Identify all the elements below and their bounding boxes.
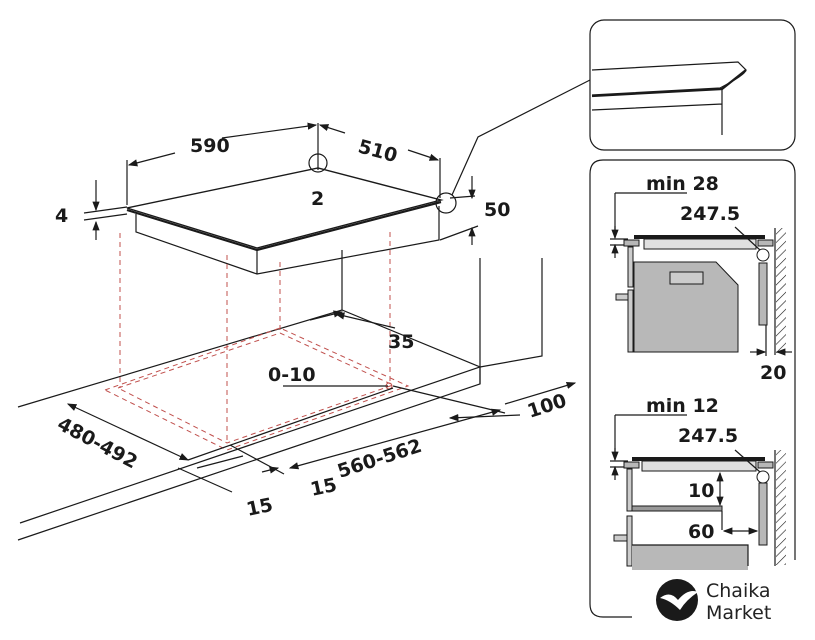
back-clearance-label: 35 bbox=[388, 331, 414, 353]
section1-min-label: min 28 bbox=[646, 173, 719, 195]
edge-detail-panel bbox=[589, 19, 796, 151]
hob-dimensions bbox=[83, 123, 479, 245]
hob bbox=[126, 79, 591, 275]
body-height-label: 50 bbox=[484, 199, 510, 221]
cutout-depth-label: 480-492 bbox=[54, 413, 141, 473]
hob-glass-top bbox=[126, 167, 444, 249]
margin-right-label: 15 bbox=[308, 474, 338, 501]
section-panel bbox=[589, 159, 796, 618]
logo-line1: Chaika bbox=[706, 580, 771, 602]
detail-leader-line bbox=[451, 79, 591, 196]
section1-wall-gap-label: 20 bbox=[760, 362, 786, 384]
margin-left-label: 15 bbox=[244, 494, 274, 521]
detail-ref-label: 2 bbox=[311, 188, 324, 210]
section-drawer bbox=[610, 414, 786, 570]
cutout-width-label: 560-562 bbox=[335, 435, 425, 483]
section2-min-label: min 12 bbox=[646, 395, 719, 417]
countertop bbox=[17, 250, 543, 541]
logo-line2: Market bbox=[706, 602, 771, 624]
width-label: 590 bbox=[190, 135, 230, 157]
section2-ref-label: 247.5 bbox=[678, 425, 738, 447]
hob-body bbox=[135, 206, 440, 275]
chaika-market-logo: Chaika Market bbox=[656, 579, 771, 624]
detail-circle-corner bbox=[435, 192, 457, 214]
section1-ref-label: 247.5 bbox=[680, 203, 740, 225]
depth-label: 510 bbox=[356, 136, 400, 168]
section-oven bbox=[610, 192, 792, 356]
glass-thickness-label: 4 bbox=[55, 205, 68, 227]
section2-gap-horizontal-label: 60 bbox=[688, 521, 714, 543]
cutout-dimensions bbox=[66, 310, 577, 493]
section2-gap-vertical-label: 10 bbox=[688, 480, 714, 502]
offset-label: 0-10 bbox=[268, 364, 316, 386]
front-distance-label: 100 bbox=[525, 390, 570, 423]
